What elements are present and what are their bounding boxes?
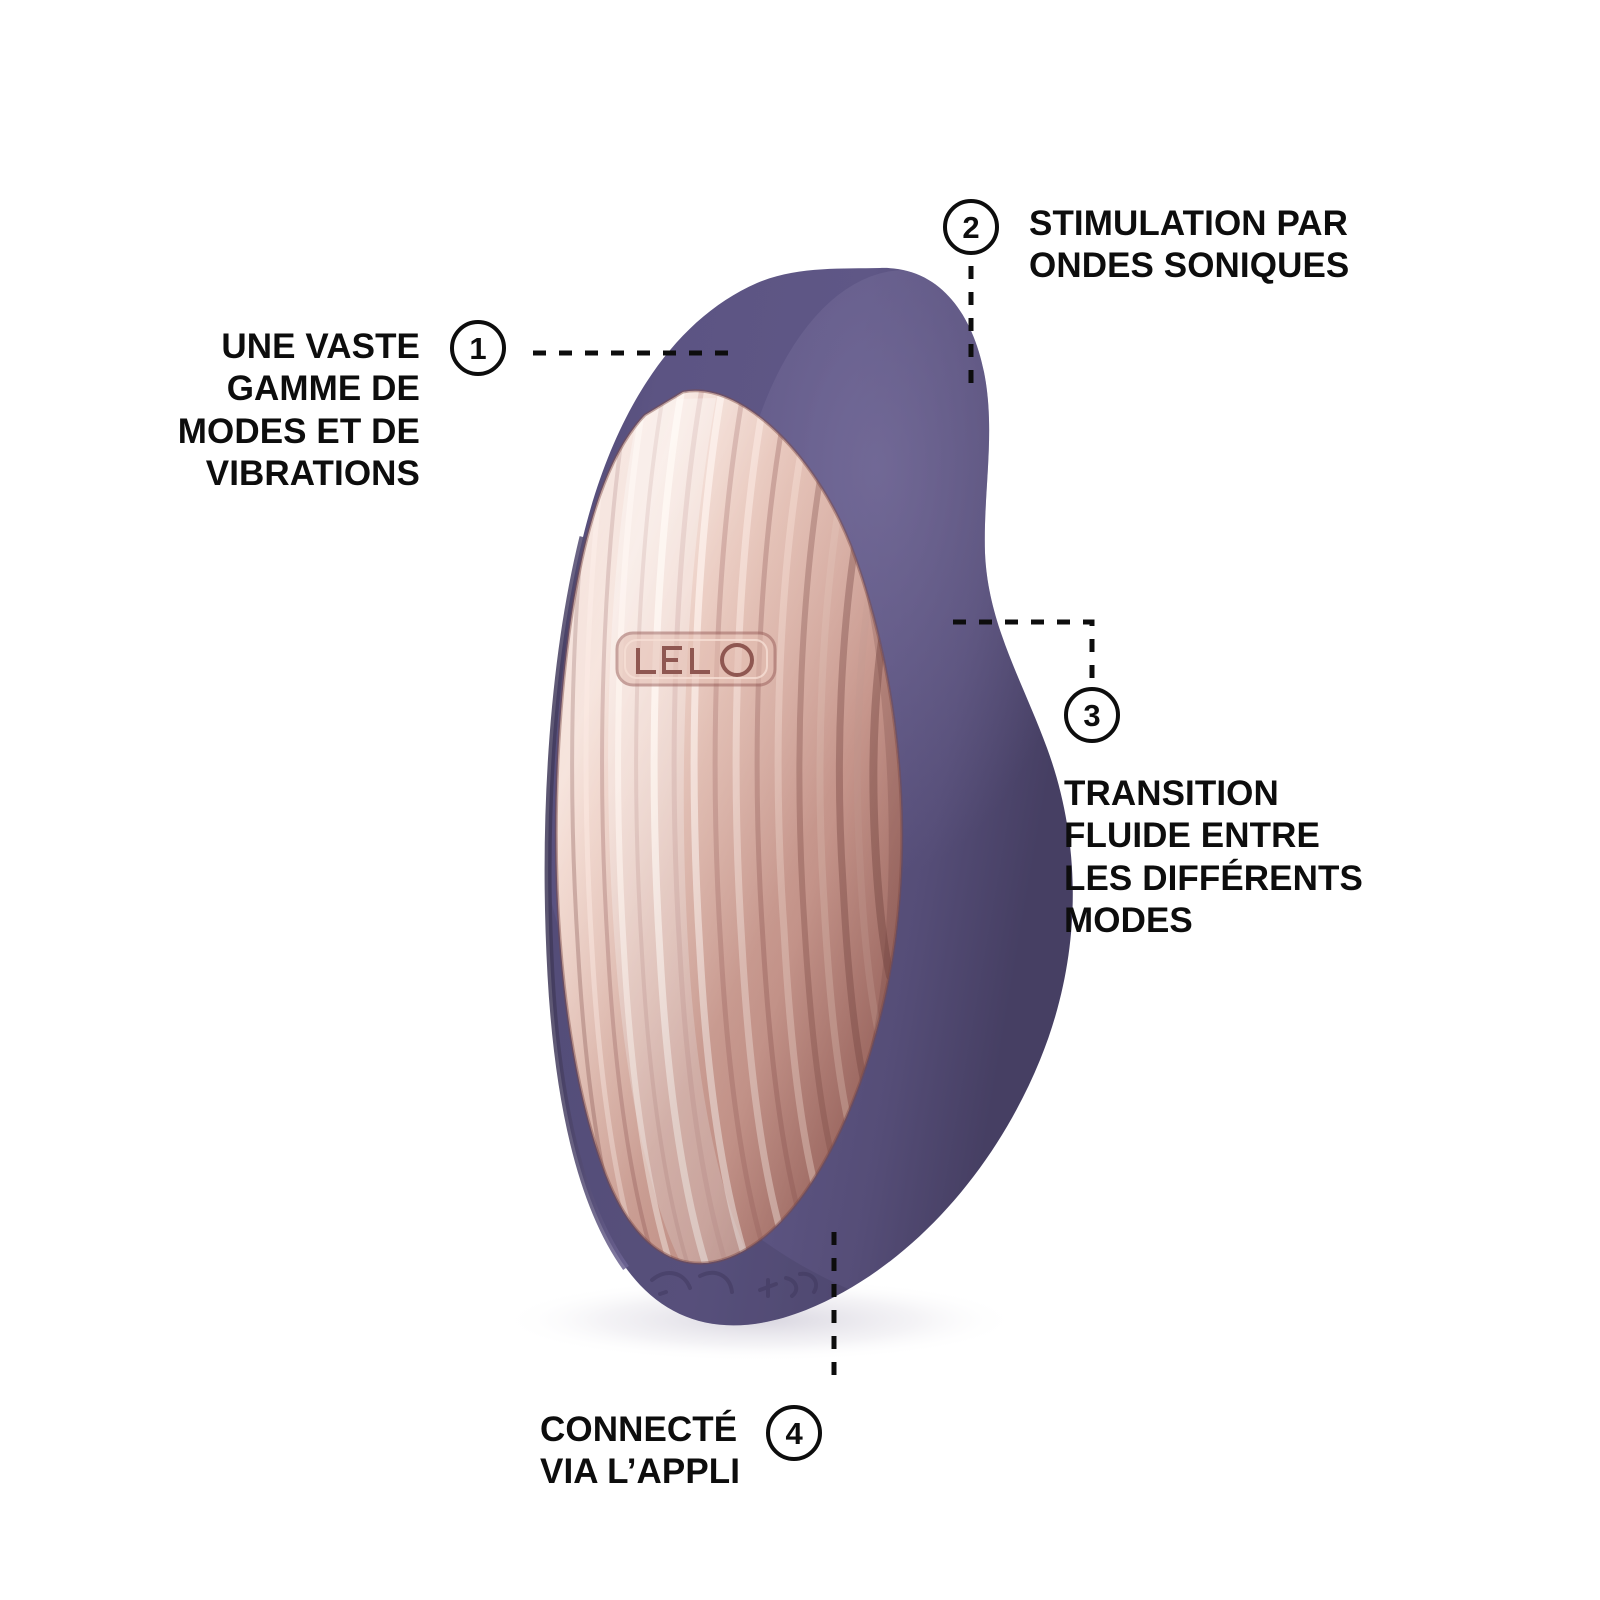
rose-gold-inset: [554, 389, 904, 1265]
callout-2: 2 STIMULATION PAR ONDES SONIQUES: [943, 199, 1349, 288]
callout-2-badge: 2: [943, 199, 999, 255]
callout-3-number: 3: [1083, 697, 1101, 733]
callout-1: UNE VASTE GAMME DE MODES ET DE VIBRATION…: [120, 320, 506, 495]
inset-ridges: [556, 390, 902, 1264]
callout-3: 3 TRANSITION FLUIDE ENTRE LES DIFFÉRENTS…: [1064, 687, 1363, 942]
callout-2-number: 2: [962, 209, 980, 245]
callout-4-number: 4: [785, 1415, 803, 1451]
callout-4-text: CONNECTÉ VIA L’APPLI: [540, 1410, 741, 1492]
callout-2-text: STIMULATION PAR ONDES SONIQUES: [1029, 204, 1350, 286]
callout-4: CONNECTÉ VIA L’APPLI 4: [540, 1405, 823, 1494]
body-left-rim: [544, 536, 629, 1271]
product-shadow: [500, 1278, 1020, 1362]
callout-3-badge: 3: [1064, 687, 1120, 743]
lelo-logo-plate: [615, 631, 777, 687]
product-body: [548, 267, 1073, 1326]
callout-1-text: UNE VASTE GAMME DE MODES ET DE VIBRATION…: [177, 327, 420, 494]
callout-3-text: TRANSITION FLUIDE ENTRE LES DIFFÉRENTS M…: [1064, 774, 1363, 941]
base-markings: [650, 1270, 819, 1298]
callout-1-number: 1: [469, 330, 487, 366]
callout-1-badge: 1: [450, 320, 506, 376]
callout-4-badge: 4: [766, 1405, 823, 1461]
leader-line-3: [953, 619, 1095, 684]
